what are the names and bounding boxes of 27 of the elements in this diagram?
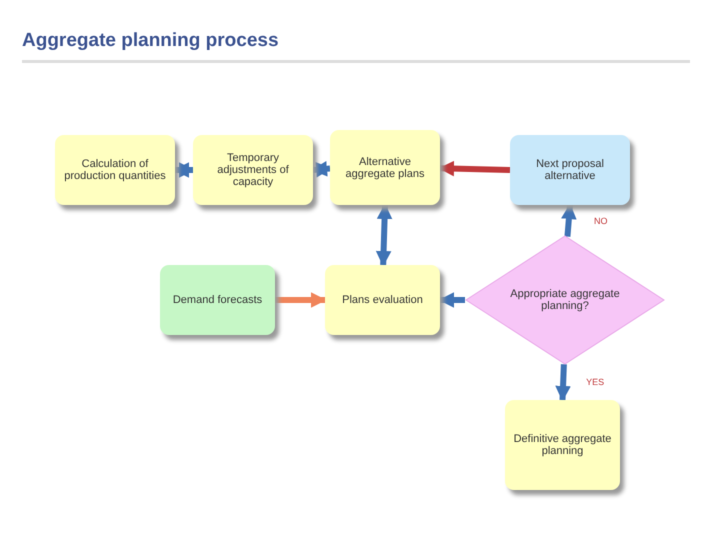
arrow <box>555 364 571 402</box>
edge-label: YES <box>584 377 606 388</box>
process-box <box>510 135 630 205</box>
process-box <box>505 400 620 490</box>
arrow <box>438 160 510 176</box>
arrow <box>561 203 577 237</box>
title: Aggregate planning process <box>22 30 279 52</box>
node-text: Demand forecasts <box>172 294 262 306</box>
node-text: Next proposal alternative <box>535 158 605 182</box>
node-text: Alternative aggregate plans <box>344 156 426 180</box>
arrow <box>438 292 465 308</box>
node-text: Calculation of production quantities <box>63 158 167 182</box>
node-text: Plans evaluation <box>342 294 423 306</box>
process-box <box>330 130 440 205</box>
node-text: Temporary adjustments of capacity <box>216 152 290 188</box>
arrow <box>275 292 327 308</box>
arrow <box>376 203 392 267</box>
process-box <box>160 265 275 335</box>
arrow <box>173 162 195 178</box>
arrow <box>311 161 332 178</box>
node-text: Appropriate aggregate planning? <box>509 288 621 312</box>
process-box <box>325 265 440 335</box>
process-box <box>193 135 313 205</box>
process-box <box>55 135 175 205</box>
decision-diamond <box>465 235 665 365</box>
node-text: Definitive aggregate planning <box>512 433 612 457</box>
edge-label: NO <box>592 216 610 226</box>
